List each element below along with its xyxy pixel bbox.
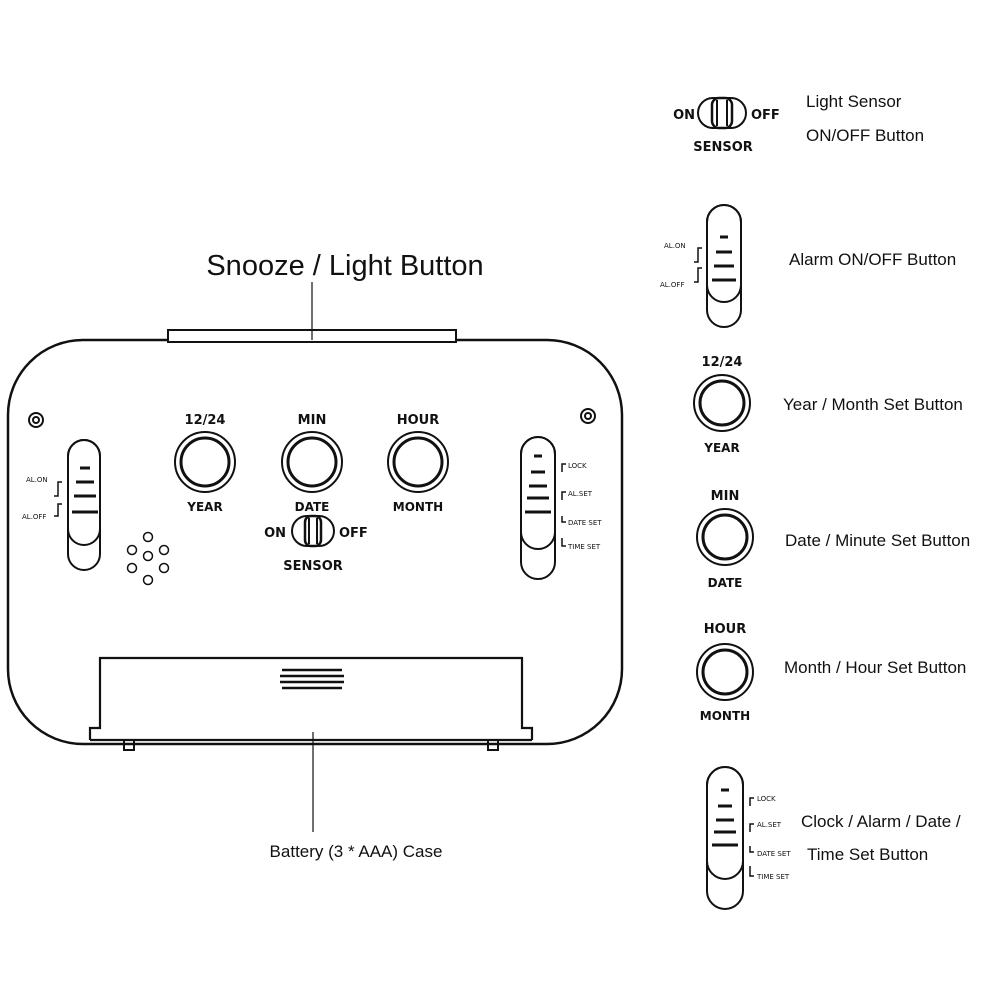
legend-date-button <box>696 508 754 566</box>
mode-alset-label: AL.SET <box>568 490 593 498</box>
mode-dateset-label: DATE SET <box>568 519 602 527</box>
battery-label: Battery (3 * AAA) Case <box>270 842 443 861</box>
legend-sensor-line2: ON/OFF Button <box>806 126 924 145</box>
year-button[interactable] <box>174 431 236 493</box>
sensor-off-label: OFF <box>339 526 368 541</box>
sensor-on-label: ON <box>264 526 286 541</box>
month-button[interactable] <box>387 431 449 493</box>
alarm-off-label: AL.OFF <box>22 513 46 521</box>
speaker-grille <box>126 531 170 586</box>
sensor-switch[interactable] <box>291 514 335 548</box>
legend-date-top: MIN <box>711 489 740 504</box>
legend-mode-alset: AL.SET <box>757 821 782 829</box>
date-button[interactable] <box>281 431 343 493</box>
legend-year-label: Year / Month Set Button <box>783 395 963 414</box>
month-button-top-label: HOUR <box>397 413 440 428</box>
year-button-top-label: 12/24 <box>185 413 226 428</box>
battery-case[interactable] <box>88 656 534 751</box>
legend-month-top: HOUR <box>704 622 747 637</box>
month-button-bottom-label: MONTH <box>393 500 443 514</box>
legend-month-button <box>696 643 754 701</box>
legend-mode-line2: Time Set Button <box>807 845 928 864</box>
mode-timeset-label: TIME SET <box>567 543 601 551</box>
legend-sensor-caption: SENSOR <box>693 140 753 155</box>
legend-alarm-label: Alarm ON/OFF Button <box>789 250 956 269</box>
battery-latch-grip <box>280 668 344 690</box>
alarm-slider[interactable] <box>54 439 101 571</box>
date-button-bottom-label: DATE <box>295 500 330 514</box>
legend-mode-dateset: DATE SET <box>757 850 791 858</box>
alarm-on-label: AL.ON <box>26 476 48 484</box>
mode-slider[interactable] <box>520 436 566 580</box>
sensor-caption: SENSOR <box>283 559 343 574</box>
screw-right-icon <box>580 408 596 424</box>
legend-alarm-slider <box>694 204 742 328</box>
snooze-label: Snooze / Light Button <box>206 250 483 282</box>
legend-sensor-switch <box>697 96 747 130</box>
legend-month-label: Month / Hour Set Button <box>784 658 966 677</box>
legend-date-bottom: DATE <box>708 576 743 590</box>
legend-year-bottom: YEAR <box>703 441 739 455</box>
legend-mode-line1: Clock / Alarm / Date / <box>801 812 961 831</box>
mode-lock-label: LOCK <box>568 462 587 470</box>
legend-date-label: Date / Minute Set Button <box>785 531 970 550</box>
screw-left-icon <box>28 412 44 428</box>
legend-month-bottom: MONTH <box>700 709 750 723</box>
legend-year-button <box>693 374 751 432</box>
date-button-top-label: MIN <box>298 413 327 428</box>
legend-alarm-on: AL.ON <box>664 242 686 250</box>
year-button-bottom-label: YEAR <box>186 500 222 514</box>
legend-mode-lock: LOCK <box>757 795 776 803</box>
legend-sensor-line1: Light Sensor <box>806 92 902 111</box>
legend-sensor-off: OFF <box>751 108 780 123</box>
legend-mode-timeset: TIME SET <box>756 873 790 881</box>
legend-mode-slider <box>706 766 754 910</box>
legend-sensor-on: ON <box>673 108 695 123</box>
legend-year-top: 12/24 <box>702 355 743 370</box>
legend-alarm-off: AL.OFF <box>660 281 684 289</box>
